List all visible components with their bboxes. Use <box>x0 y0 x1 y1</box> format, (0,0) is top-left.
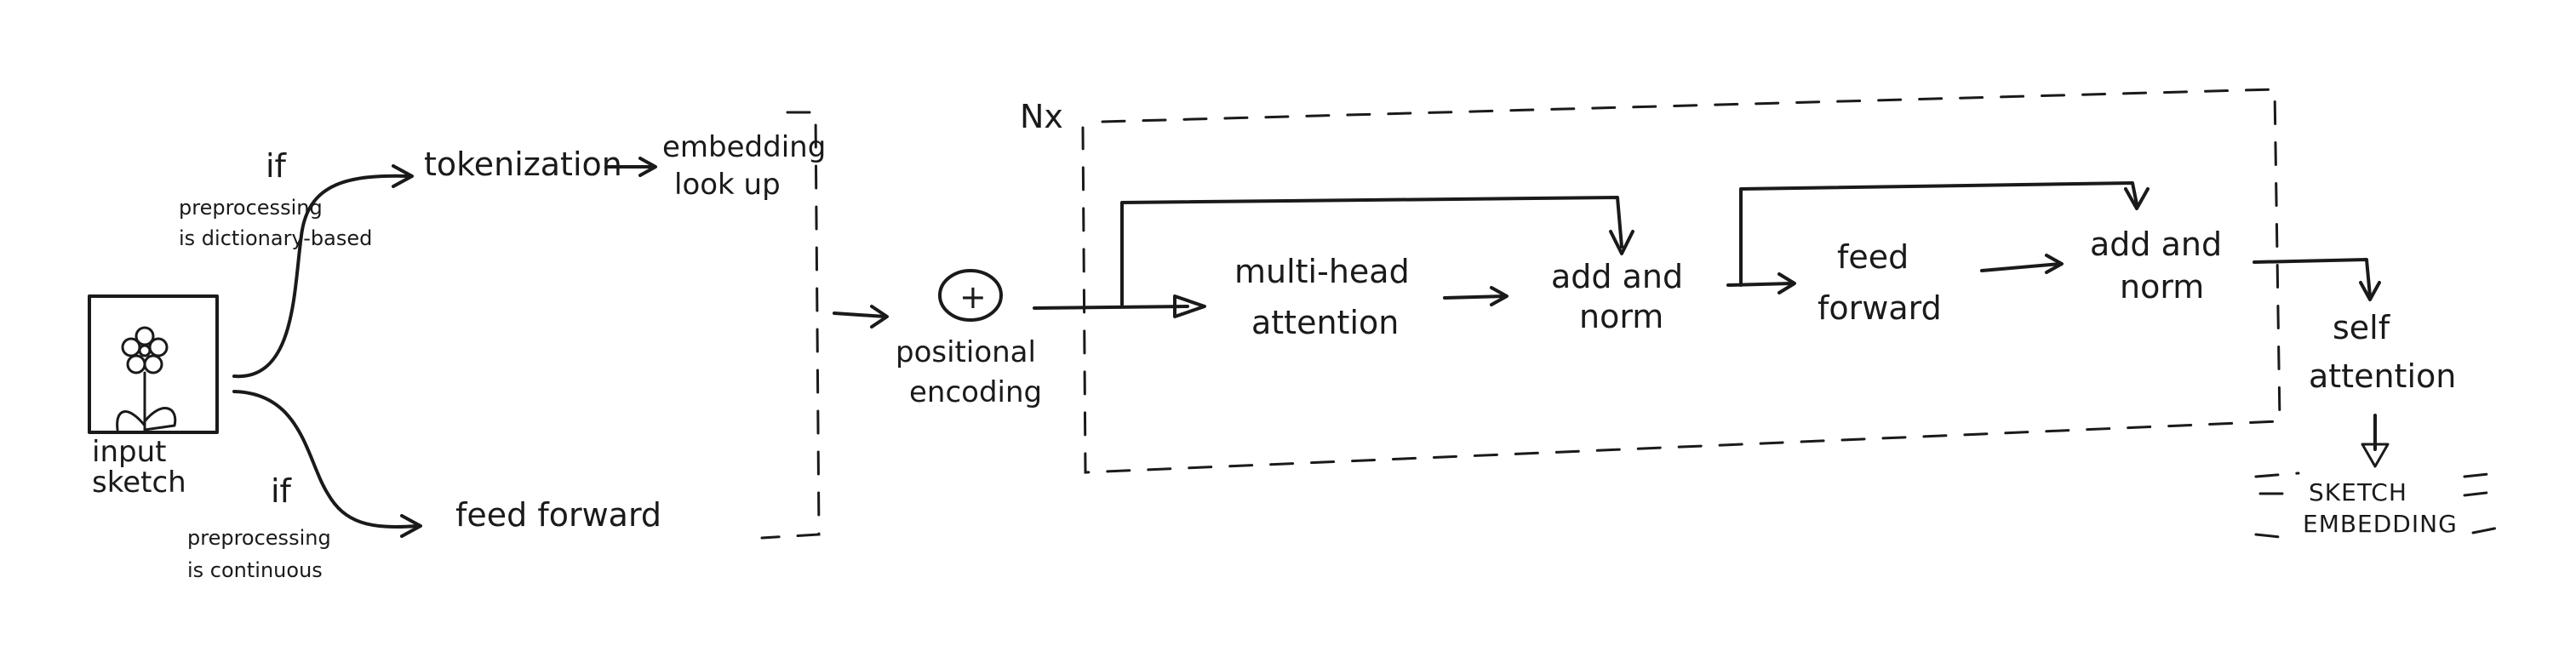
addnorm2-line2: norm <box>2120 268 2204 306</box>
arrow-mha-to-addnorm1 <box>1443 286 1508 306</box>
mha-line1: multi-head <box>1234 253 1410 290</box>
if-bottom: if <box>271 472 293 510</box>
arrow-to-positional <box>833 305 889 329</box>
cond-bottom-line2: is continuous <box>187 558 323 582</box>
input-sketch-frame <box>88 294 219 434</box>
sketch-embedding-line2: EMBEDDING <box>2303 510 2458 538</box>
residual-connection-1 <box>1120 196 1634 306</box>
arrow-to-sketch-embedding <box>2361 414 2390 468</box>
cond-top-line1: preprocessing <box>179 196 323 220</box>
if-top: if <box>266 147 288 185</box>
ff-line2: forward <box>1818 289 1942 327</box>
branch-arrows <box>232 164 422 538</box>
arrow-to-self-attention <box>2253 258 2381 301</box>
positional-line1: positional <box>896 335 1036 369</box>
arrow-ff-to-addnorm2 <box>1980 254 2064 274</box>
plus-circle-icon: + <box>938 269 1003 322</box>
arrow-to-multihead <box>1033 294 1206 318</box>
arrow-to-feed-forward <box>232 390 419 529</box>
self-line1: self <box>2333 309 2391 346</box>
input-label-line2: sketch <box>92 466 186 500</box>
embedding-line2: look up <box>674 168 781 202</box>
feed-forward-input-label: feed forward <box>455 496 661 534</box>
embedding-line1: embedding <box>662 130 826 164</box>
addnorm2-line1: add and <box>2090 226 2222 263</box>
input-label-line1: input <box>92 435 166 469</box>
self-line2: attention <box>2309 357 2456 395</box>
flower-icon <box>116 326 177 432</box>
condition-bottom: if preprocessing is continuous <box>187 472 331 582</box>
sketch-embedding-line1: SKETCH <box>2309 478 2407 506</box>
input-stage-bracket <box>760 111 821 540</box>
arrow-token-to-embedding <box>604 157 657 177</box>
mha-line2: attention <box>1251 304 1399 341</box>
positional-line2: encoding <box>909 375 1042 409</box>
residual-connection-2 <box>1739 181 2150 287</box>
addnorm1-line1: add and <box>1551 258 1683 295</box>
plus-symbol: + <box>959 278 987 316</box>
input-sketch-node: input sketch <box>88 294 219 500</box>
cond-top-line2: is dictionary-based <box>179 226 372 250</box>
cond-bottom-line1: preprocessing <box>187 526 331 550</box>
arrow-to-tokenization <box>232 174 410 379</box>
condition-top: if preprocessing is dictionary-based <box>179 147 372 250</box>
nx-label: Nx <box>1020 98 1063 135</box>
tokenization-label: tokenization <box>424 146 622 183</box>
sketch-embedding-output: SKETCH EMBEDDING <box>2254 472 2500 540</box>
arrow-addnorm1-to-ff <box>1726 272 1796 294</box>
ff-line1: feed <box>1837 238 1909 276</box>
addnorm1-line2: norm <box>1579 298 1663 335</box>
nx-block-boundary <box>1081 88 2281 474</box>
